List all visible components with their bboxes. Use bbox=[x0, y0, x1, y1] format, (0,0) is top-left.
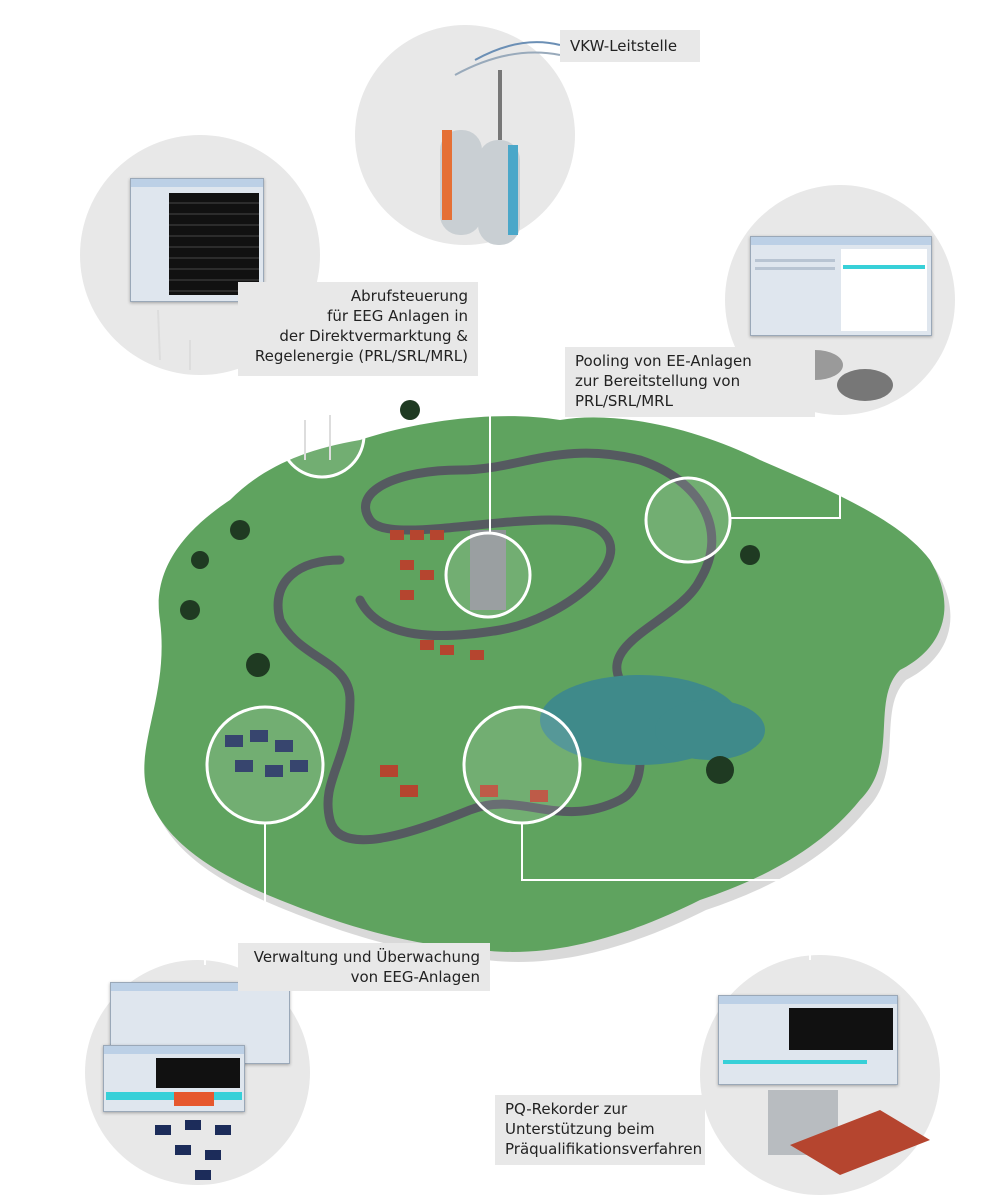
label-leitstelle: VKW-Leitstelle bbox=[560, 30, 700, 62]
lake-2 bbox=[655, 700, 765, 760]
label-verwaltung: Verwaltung und Überwachung von EEG-Anlag… bbox=[238, 943, 490, 991]
abrufsteuerung-screenshot bbox=[130, 178, 264, 302]
solar-illustration bbox=[155, 1120, 231, 1180]
trees bbox=[180, 400, 760, 784]
pq-screenshot bbox=[718, 995, 898, 1085]
solar-panels bbox=[225, 730, 308, 777]
leitstelle-building bbox=[440, 41, 561, 245]
tower bbox=[470, 530, 506, 610]
houses bbox=[380, 530, 548, 802]
label-abrufsteuerung: Abrufsteuerung für EEG Anlagen in der Di… bbox=[238, 282, 478, 376]
pooling-screenshot bbox=[750, 236, 932, 336]
verwaltung-chart-screenshot bbox=[103, 1045, 245, 1112]
label-pq: PQ-Rekorder zur Unterstützung beim Präqu… bbox=[495, 1095, 705, 1165]
connector-lines bbox=[199, 245, 841, 965]
road bbox=[273, 448, 717, 845]
pq-recorder-illustration bbox=[768, 1090, 930, 1175]
label-pooling: Pooling von EE-Anlagen zur Bereitstellun… bbox=[565, 347, 815, 417]
zoom-rings bbox=[205, 391, 732, 825]
wind-turbines bbox=[157, 309, 331, 460]
